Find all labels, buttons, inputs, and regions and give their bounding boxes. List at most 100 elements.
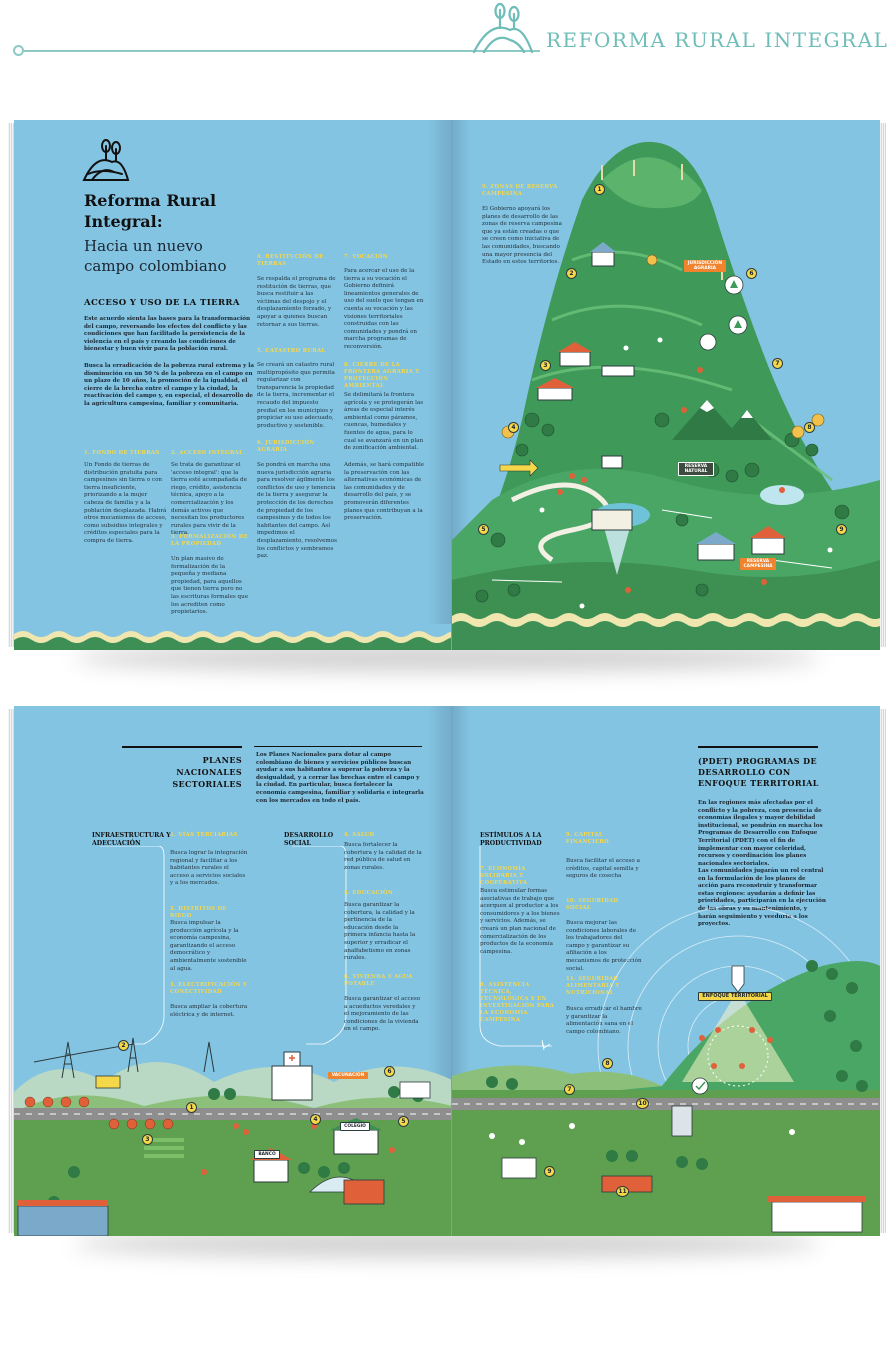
page-left-land-access: Reforma Rural Integral: Hacia un nuevo c… bbox=[14, 120, 452, 650]
heading-rule bbox=[122, 746, 242, 748]
sign-reserva-natural: RESERVA NATURAL bbox=[678, 462, 714, 476]
item-title: 5. EDUCACIÓN bbox=[344, 890, 393, 896]
page-left-national-plans: PLANES NACIONALES SECTORIALES Los Planes… bbox=[14, 706, 452, 1236]
intro-paragraph-2: Busca la erradicación de la pobreza rura… bbox=[84, 363, 255, 407]
item-title: 1. FONDO DE TIERRAS bbox=[84, 450, 160, 456]
paper-edge-right bbox=[878, 123, 886, 647]
number-badge: 4 bbox=[508, 422, 519, 433]
number-badge: 2 bbox=[566, 268, 577, 279]
number-badge: 11 bbox=[616, 1186, 629, 1197]
item-title: 9. CAPITAL FINANCIERO bbox=[566, 832, 609, 845]
paper-edge-right bbox=[878, 709, 886, 1233]
group-heading: INFRAESTRUCTURA Y ADECUACIÓN bbox=[92, 832, 171, 847]
item-title: 3. ELECTRIFICACIÓN Y CONECTIVIDAD bbox=[170, 982, 248, 995]
section-heading: ACCESO Y USO DE LA TIERRA bbox=[84, 298, 240, 308]
item-title: 4. SALUD bbox=[344, 832, 375, 838]
item-text: Busca ampliar la cobertura eléctrica y d… bbox=[170, 1004, 248, 1018]
item-text: Se pondrá en marcha una nueva jurisdicci… bbox=[257, 462, 337, 560]
item-text: Se trata de garantizar el 'acceso integr… bbox=[171, 462, 247, 537]
header-title: REFORMA RURAL INTEGRAL bbox=[546, 28, 889, 52]
number-badge: 9 bbox=[544, 1166, 555, 1177]
item-text: Un Fondo de tierras de distribución grat… bbox=[84, 462, 167, 544]
sign-banco: BANCO bbox=[254, 1150, 280, 1159]
bracket-lines bbox=[479, 846, 552, 1047]
magazine-spread-national-plans: PLANES NACIONALES SECTORIALES Los Planes… bbox=[8, 706, 886, 1258]
paper-edge-left bbox=[8, 709, 16, 1233]
item-title: 8. ASISTENCIA TÉCNICA, TECNOLÓGICA Y EN … bbox=[480, 982, 555, 1023]
group-heading: DESARROLLO SOCIAL bbox=[284, 832, 334, 847]
number-badge: 8 bbox=[602, 1058, 613, 1069]
group-heading: ESTÍMULOS A LA PRODUCTIVIDAD bbox=[480, 832, 542, 847]
number-badge: 9 bbox=[836, 524, 847, 535]
item-text: Busca garantizar la cobertura, la calida… bbox=[344, 902, 416, 962]
sign-vacunacion: VACUNACIÓN bbox=[328, 1072, 368, 1079]
section-heading: PLANES NACIONALES SECTORIALES bbox=[172, 755, 242, 789]
item-text: Se creará un catastro rural multipropósi… bbox=[257, 362, 335, 429]
sign-enfoque-territorial: ENFOQUE TERRITORIAL bbox=[698, 992, 772, 1001]
item-text: Busca facilitar el acceso a créditos, ca… bbox=[566, 858, 640, 880]
item-text: Se delimitará la frontera agrícola y se … bbox=[344, 392, 424, 452]
item-title: 4. RESTITUCIÓN DE TIERRAS bbox=[257, 254, 324, 267]
item-title: 5. CATASTRO RURAL bbox=[257, 348, 326, 354]
number-badge: 10 bbox=[636, 1098, 649, 1109]
sign-colegio: COLEGIO bbox=[340, 1122, 370, 1131]
hills-trees-icon bbox=[82, 139, 130, 181]
page-title: Reforma Rural Integral: bbox=[84, 191, 217, 231]
page-right-pdet: ESTÍMULOS A LA PRODUCTIVIDAD 7. ECONOMÍA… bbox=[452, 706, 880, 1236]
number-badge: 4 bbox=[310, 1114, 321, 1125]
item-text: Busca garantizar el acceso a acueductos … bbox=[344, 996, 421, 1033]
number-badge: 2 bbox=[118, 1040, 129, 1051]
number-badge: 7 bbox=[564, 1084, 575, 1095]
pdet-title: (PDET) PROGRAMAS DE DESARROLLO CON ENFOQ… bbox=[698, 756, 819, 788]
number-badge: 1 bbox=[594, 184, 605, 195]
item-title: 8. CIERRE DE LA FRONTERA AGRARIA Y PROTE… bbox=[344, 362, 420, 389]
page-right-mountain-illustration: 9. ZONAS DE RESERVA CAMPESINA El Gobiern… bbox=[452, 120, 880, 650]
number-badge: 5 bbox=[398, 1116, 409, 1127]
header-rule-dot bbox=[13, 45, 24, 56]
magazine-spread-land-reform: Reforma Rural Integral: Hacia un nuevo c… bbox=[8, 120, 886, 672]
intro-paragraph-1: Este acuerdo sienta las bases para la tr… bbox=[84, 316, 251, 353]
mountain-illustration bbox=[452, 141, 880, 650]
item-title: 7. VOCACIÓN bbox=[344, 254, 389, 260]
paper-edge-left bbox=[8, 123, 16, 647]
item-text: Busca lograr la integración regional y f… bbox=[170, 850, 248, 887]
number-badge: 3 bbox=[142, 1134, 153, 1145]
item-title: 1. VÍAS TERCIARIAS bbox=[170, 832, 238, 838]
number-badge: 8 bbox=[804, 422, 815, 433]
zigzag-border bbox=[14, 624, 451, 650]
item-text: Busca impulsar la producción agrícola y … bbox=[170, 920, 247, 972]
item-text: Además, se hará compatible la preservaci… bbox=[344, 462, 425, 522]
number-badge: 5 bbox=[478, 524, 489, 535]
item-title: 10. SEGURIDAD SOCIAL bbox=[566, 898, 619, 911]
item-title: 11. SEGURIDAD ALIMENTARIA Y NUTRICIONAL bbox=[566, 976, 620, 996]
number-badge: 6 bbox=[746, 268, 757, 279]
number-badge: 3 bbox=[540, 360, 551, 371]
intro-rule bbox=[254, 746, 422, 747]
item-text: Un plan masivo de formalización de la pe… bbox=[171, 556, 249, 616]
item-text: Se respalda el programa de restitución d… bbox=[257, 276, 336, 328]
pdet-paragraph-2: Las comunidades jugarán un rol central e… bbox=[698, 868, 826, 928]
item-title: 7. ECONOMÍA SOLIDARIA Y COOPERATIVA bbox=[480, 866, 528, 886]
page-subtitle: Hacia un nuevo campo colombiano bbox=[84, 237, 227, 275]
item-text: El Gobierno apoyará los planes de desarr… bbox=[482, 206, 562, 266]
sign-jurisdiccion-agraria: JURISDICCIÓN AGRARIA bbox=[684, 260, 726, 272]
item-text: Busca fortalecer la cobertura y la calid… bbox=[344, 842, 422, 871]
item-text: Para acercar el uso de la tierra a su vo… bbox=[344, 268, 424, 350]
sign-reserva-campesina: RESERVA CAMPESINA bbox=[740, 558, 776, 570]
bracket-lines bbox=[100, 846, 347, 1045]
number-badge: 7 bbox=[772, 358, 783, 369]
item-text: Busca estimular formas asociativas de tr… bbox=[480, 888, 560, 955]
hills-trees-icon bbox=[472, 2, 534, 54]
number-badge: 6 bbox=[384, 1066, 395, 1077]
pdet-paragraph-1: En las regiones más afectadas por el con… bbox=[698, 800, 823, 867]
number-badge: 1 bbox=[186, 1102, 197, 1113]
intro-paragraph: Los Planes Nacionales para dotar al camp… bbox=[256, 752, 424, 804]
item-title: 6. JURISDICCIÓN AGRARIA bbox=[257, 440, 315, 453]
heading-rule bbox=[698, 746, 818, 748]
item-title: 3. FORMALIZACIÓN DE LA PROPIEDAD bbox=[171, 534, 249, 547]
territorial-illustration bbox=[452, 906, 880, 1236]
item-text: Busca mejorar las condiciones laborales … bbox=[566, 920, 642, 972]
item-title: 2. ACCESO INTEGRAL bbox=[171, 450, 244, 456]
item-title: 9. ZONAS DE RESERVA CAMPESINA bbox=[482, 184, 558, 197]
item-title: 6. VIVIENDA Y AGUA POTABLE bbox=[344, 974, 413, 987]
